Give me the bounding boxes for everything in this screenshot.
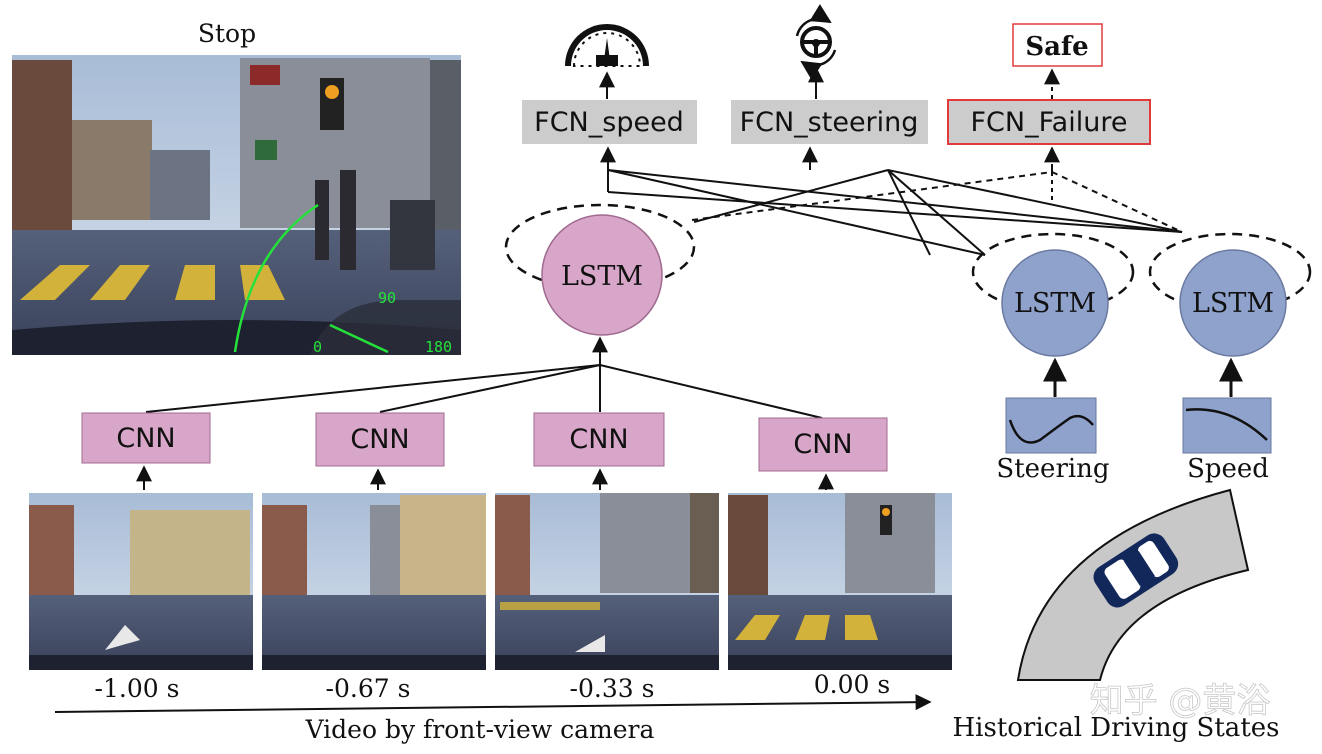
cnn-label-2: CNN bbox=[350, 424, 409, 455]
speed-lstm-node bbox=[1179, 249, 1287, 357]
fcn-steering-label: FCN_steering bbox=[740, 107, 919, 138]
hud-angle-180: 180 bbox=[425, 338, 452, 356]
frame-time-2: -0.67 s bbox=[326, 674, 411, 703]
steering-signal-box bbox=[1005, 397, 1097, 454]
fcn-steering-box bbox=[731, 100, 928, 144]
speed-signal-curve bbox=[1185, 408, 1268, 441]
timeline-arrow bbox=[54, 694, 932, 713]
car-icon bbox=[1093, 533, 1179, 608]
hud-angle-90: 90 bbox=[378, 289, 396, 307]
steering-lstm-node bbox=[1001, 249, 1109, 357]
history-caption: Historical Driving States bbox=[952, 713, 1279, 743]
speedometer-icon bbox=[565, 24, 649, 67]
steering-lstm-label: LSTM bbox=[1014, 288, 1096, 319]
fcn-failure-box bbox=[947, 99, 1151, 145]
watermark: 知乎 @黄浴 bbox=[1090, 681, 1271, 721]
speed-signal-box bbox=[1182, 397, 1272, 454]
video-lstm-label: LSTM bbox=[561, 261, 643, 292]
steering-signal-label: Steering bbox=[996, 454, 1109, 484]
speed-lstm-context bbox=[1148, 232, 1312, 312]
speed-signal-label: Speed bbox=[1187, 454, 1269, 484]
steering-lstm-context bbox=[971, 232, 1135, 312]
frame-thumbnail-4 bbox=[728, 493, 952, 670]
failure-result-box bbox=[1012, 23, 1103, 67]
cnn-label-1: CNN bbox=[116, 423, 175, 454]
video-caption: Video by front-view camera bbox=[305, 715, 655, 744]
cnn-box-2 bbox=[315, 412, 445, 467]
frame-thumbnail-3 bbox=[495, 493, 719, 670]
stop-label: Stop bbox=[198, 19, 256, 48]
cnn-box-3 bbox=[533, 412, 665, 467]
cnn-label-4: CNN bbox=[793, 429, 852, 460]
cnn-box-4 bbox=[758, 417, 888, 472]
steering-wheel-icon bbox=[795, 4, 837, 81]
cnn-label-3: CNN bbox=[569, 424, 628, 455]
cnn-box-1 bbox=[81, 412, 211, 464]
fcn-failure-label: FCN_Failure bbox=[971, 107, 1128, 138]
speed-lstm-label: LSTM bbox=[1192, 288, 1274, 319]
frame-thumbnail-1 bbox=[29, 493, 253, 670]
frame-time-1: -1.00 s bbox=[95, 674, 180, 703]
hud-angle-0: 0 bbox=[313, 338, 322, 356]
main-camera-frame bbox=[12, 55, 461, 355]
fcn-speed-box bbox=[522, 100, 697, 144]
failure-result: Safe bbox=[1025, 32, 1088, 62]
frame-thumbnail-2 bbox=[262, 493, 486, 670]
video-lstm-node bbox=[541, 214, 663, 336]
frame-time-3: -0.33 s bbox=[570, 674, 655, 703]
frame-time-4: 0.00 s bbox=[814, 670, 890, 699]
fcn-speed-label: FCN_speed bbox=[534, 107, 684, 138]
steering-signal-curve bbox=[1008, 414, 1094, 444]
